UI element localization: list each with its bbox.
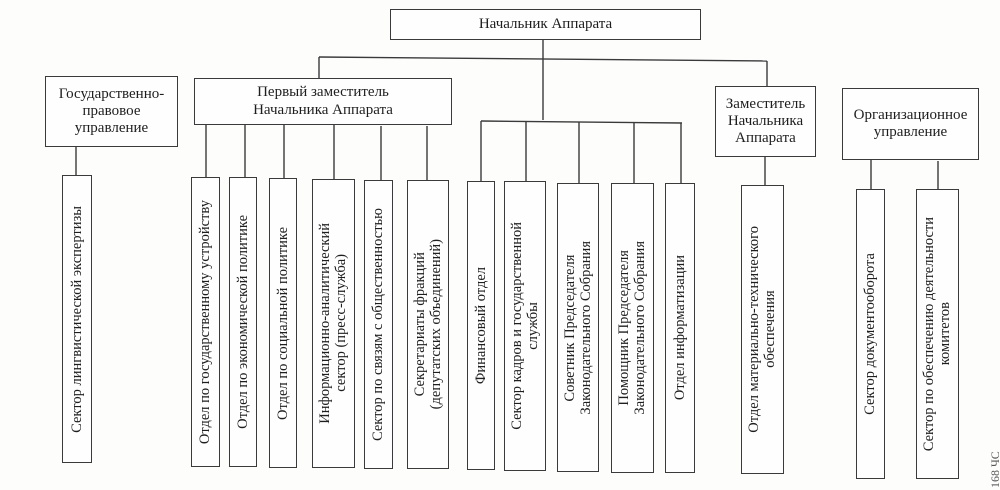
head-label: Начальник Аппарата — [478, 15, 613, 32]
unit-box-logistics: Отдел материально-технического обеспечен… — [741, 185, 784, 474]
page-number-fragment: 168 ЧС — [988, 428, 1000, 488]
connector-direct-bus — [480, 120, 683, 124]
unit-box-state-structure: Отдел по государственному устройству — [191, 177, 220, 467]
unit-label: Сектор лингвистической экспертизы — [68, 205, 85, 433]
unit-label: Отдел по социальной политике — [274, 226, 291, 420]
unit-label: Сектор кадров и государственной службы — [508, 222, 541, 430]
unit-box-faction-secretariats: Секретариаты фракций (депутатских объеди… — [407, 180, 449, 469]
unit-label: Финансовый отдел — [472, 266, 489, 385]
unit-box-press-service: Информационно-аналитический сектор (прес… — [312, 179, 355, 468]
unit-box-linguistic-expertise: Сектор лингвистической экспертизы — [62, 175, 92, 463]
legal-department-box: Государственно- правовое управление — [45, 76, 178, 147]
unit-label: Помощник Председателя Законодательного С… — [616, 241, 649, 415]
unit-box-economic-policy: Отдел по экономической политике — [229, 177, 257, 467]
unit-box-document-flow: Сектор документооборота — [856, 189, 885, 479]
unit-label: Советник Председателя Законодательного С… — [561, 240, 594, 415]
organizational-department-box: Организационное управление — [842, 88, 979, 160]
unit-box-chairman-assistant: Помощник Председателя Законодательного С… — [611, 183, 654, 473]
deputy-box: Заместитель Начальника Аппарата — [715, 86, 816, 157]
unit-label: Информационно-аналитический сектор (прес… — [317, 223, 350, 424]
unit-box-informatization: Отдел информатизации — [665, 183, 695, 473]
unit-label: Сектор по связям с общественностью — [370, 208, 387, 441]
unit-box-personnel: Сектор кадров и государственной службы — [504, 181, 546, 471]
unit-label: Отдел по государственному устройству — [197, 199, 214, 445]
deputy-label: Заместитель Начальника Аппарата — [725, 95, 806, 147]
unit-label: Сектор документооборота — [862, 253, 879, 415]
connector-upper-bus — [318, 56, 768, 62]
legal-department-label: Государственно- правовое управление — [58, 85, 165, 137]
unit-box-chairman-advisor: Советник Председателя Законодательного С… — [557, 183, 599, 472]
first-deputy-box: Первый заместитель Начальника Аппарата — [194, 78, 452, 125]
unit-label: Отдел по экономической политике — [234, 215, 251, 429]
unit-box-public-relations: Сектор по связям с общественностью — [364, 180, 393, 469]
unit-label: Отдел информатизации — [671, 255, 688, 401]
unit-label: Секретариаты фракций (депутатских объеди… — [411, 239, 444, 410]
page-number-text: 168 ЧС — [988, 451, 1000, 488]
organizational-department-label: Организационное управление — [853, 106, 968, 140]
first-deputy-label: Первый заместитель Начальника Аппарата — [253, 84, 393, 118]
head-box: Начальник Аппарата — [390, 9, 701, 40]
unit-box-committee-support: Сектор по обеспечению деятельности комит… — [916, 189, 959, 479]
unit-box-finance: Финансовый отдел — [467, 181, 495, 470]
unit-box-social-policy: Отдел по социальной политике — [269, 178, 297, 468]
unit-label: Сектор по обеспечению деятельности комит… — [921, 216, 954, 452]
unit-label: Отдел материально-технического обеспечен… — [746, 226, 779, 433]
